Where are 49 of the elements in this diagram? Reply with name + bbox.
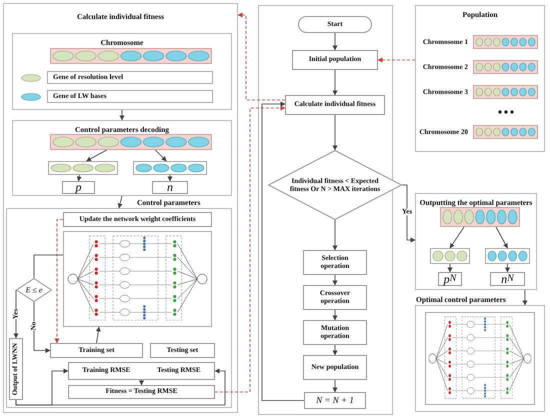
gene-group bbox=[430, 248, 470, 264]
arrow bbox=[332, 310, 338, 320]
section-panel bbox=[3, 3, 238, 413]
chromosome-bar bbox=[440, 207, 520, 227]
arrow bbox=[332, 220, 338, 250]
arrow bbox=[496, 226, 508, 248]
arrow bbox=[96, 326, 101, 344]
arrow bbox=[120, 110, 124, 120]
arrow bbox=[448, 264, 452, 272]
arrow bbox=[34, 302, 50, 353]
arrow bbox=[402, 184, 416, 242]
decision-text: E ≤ e bbox=[24, 285, 44, 295]
dashed-arrow bbox=[238, 12, 286, 100]
arrow bbox=[76, 174, 82, 182]
section-panel bbox=[12, 120, 232, 196]
gene-group bbox=[485, 248, 530, 264]
dashed-arrow bbox=[378, 58, 416, 62]
network-drawing bbox=[425, 312, 535, 405]
section-panel bbox=[415, 5, 545, 152]
arrow bbox=[450, 226, 464, 248]
section-panel bbox=[12, 33, 232, 110]
result-box bbox=[68, 362, 215, 380]
arrow bbox=[168, 174, 172, 182]
arrow bbox=[118, 196, 123, 208]
arrow bbox=[332, 344, 338, 356]
arrow bbox=[332, 70, 338, 96]
arrow bbox=[332, 380, 338, 392]
chromosome-bar bbox=[50, 134, 212, 150]
arrow bbox=[86, 150, 108, 162]
arrow bbox=[332, 114, 338, 150]
parameter-box: n bbox=[152, 181, 188, 194]
arrow bbox=[505, 264, 510, 272]
parameter-box: p bbox=[62, 181, 95, 194]
dashed-arrow bbox=[214, 106, 286, 392]
arrow bbox=[154, 150, 167, 162]
arrow bbox=[139, 380, 144, 386]
arrow bbox=[332, 32, 338, 50]
process-box: N = N + 1 bbox=[304, 392, 366, 409]
arrow bbox=[16, 368, 226, 406]
arrow bbox=[14, 290, 18, 338]
arrow bbox=[332, 274, 338, 286]
arrow bbox=[522, 290, 528, 306]
dashed-arrow bbox=[54, 219, 64, 344]
arrow bbox=[262, 102, 304, 401]
section-panel bbox=[415, 193, 537, 290]
connector-line bbox=[34, 254, 64, 278]
network-drawing bbox=[63, 231, 212, 327]
gene-group bbox=[133, 161, 207, 175]
gene-group bbox=[48, 161, 118, 175]
